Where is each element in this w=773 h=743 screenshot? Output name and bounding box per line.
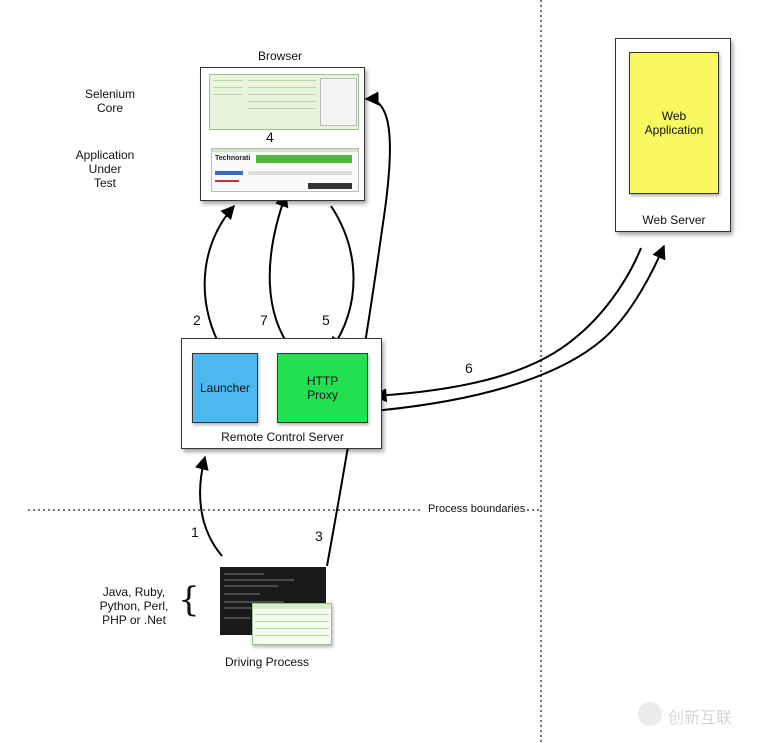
web-server-box: Web Application Web Server — [615, 38, 731, 232]
web-application-box: Web Application — [629, 52, 719, 194]
arrow-2 — [203, 204, 235, 351]
watermark-logo: 创新互联 — [638, 701, 768, 727]
step-3-label: 3 — [315, 528, 323, 544]
arrow-6-request — [372, 244, 666, 412]
watermark-text: 创新互联 — [668, 710, 733, 727]
http-proxy-box: HTTP Proxy — [277, 353, 368, 423]
remote-control-server-label: Remote Control Server — [221, 430, 344, 444]
driving-process-label: Driving Process — [224, 655, 310, 669]
step-4-label: 4 — [266, 129, 274, 145]
step-1-label: 1 — [191, 524, 199, 540]
launcher-box: Launcher — [192, 353, 258, 423]
languages-brace: { — [178, 580, 200, 620]
step-7-label: 7 — [260, 312, 268, 328]
technorati-logo: Technorati — [215, 155, 251, 162]
arrow-6-response — [372, 247, 642, 403]
process-boundaries-label: Process boundaries — [428, 503, 526, 515]
arrow-7 — [268, 192, 293, 351]
step-5-label: 5 — [322, 312, 330, 328]
watermark-emblem-icon — [638, 702, 662, 726]
application-under-test-screenshot: Technorati — [211, 148, 359, 192]
arrow-1 — [195, 455, 223, 557]
application-under-test-label: Application Under Test — [75, 148, 135, 190]
languages-label: Java, Ruby, Python, Perl, PHP or .Net — [99, 585, 169, 627]
step-2-label: 2 — [193, 312, 201, 328]
browser-label: Browser — [257, 49, 302, 63]
test-table-screenshot — [252, 603, 332, 645]
web-server-label: Web Server — [642, 213, 706, 227]
browser-window: Technorati — [200, 67, 365, 201]
arrow-3 — [326, 91, 391, 567]
selenium-core-label: Selenium Core — [84, 87, 136, 115]
selenium-core-screenshot — [209, 74, 359, 130]
step-6-label: 6 — [465, 360, 473, 376]
arrow-5 — [330, 205, 355, 352]
remote-control-server-box: Launcher HTTP Proxy Remote Control Serve… — [181, 338, 382, 449]
